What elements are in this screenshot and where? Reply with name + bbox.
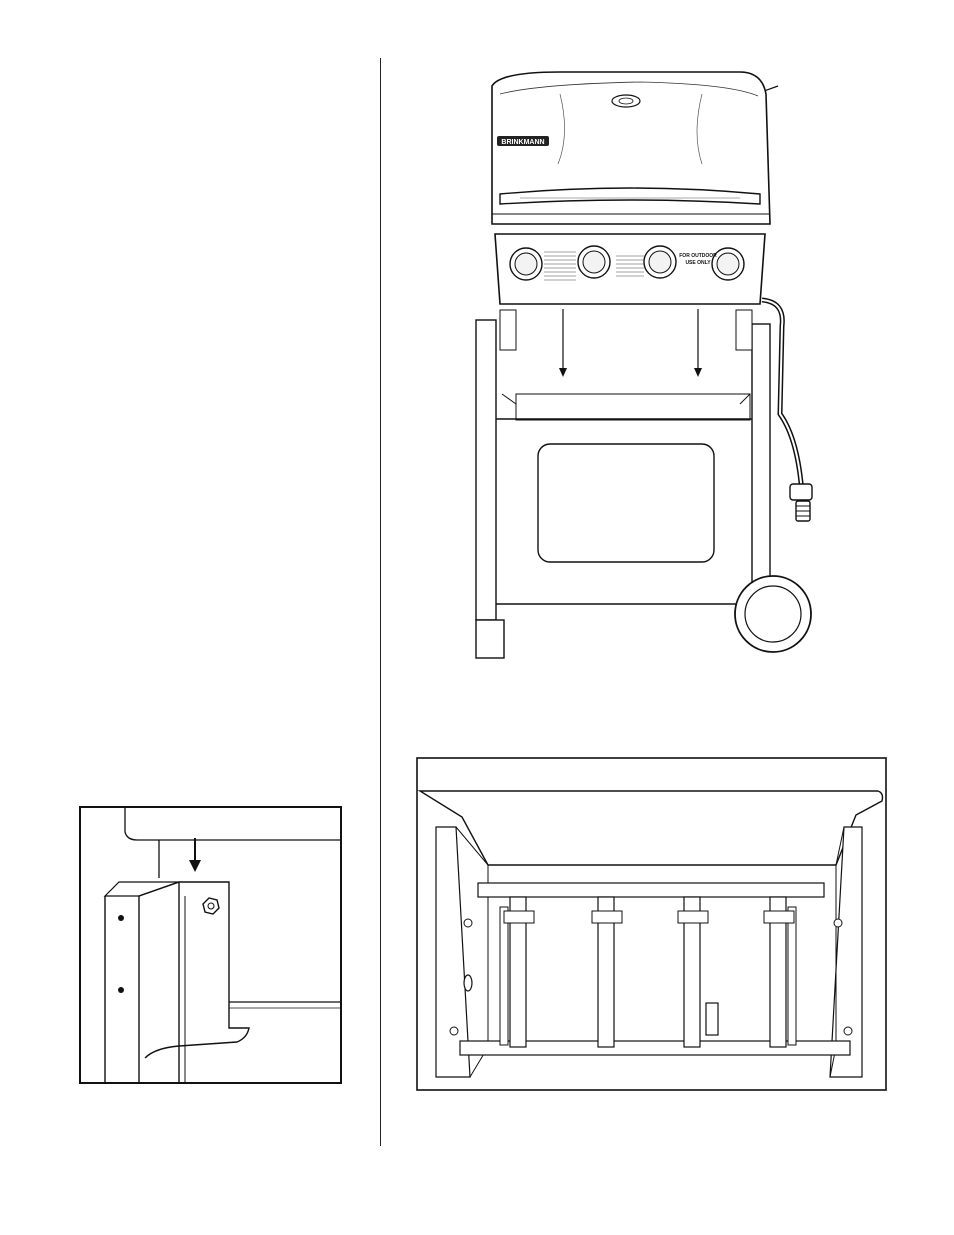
grill-assembly-figure: BRINKMANN bbox=[440, 64, 840, 664]
burner-knob-2 bbox=[578, 246, 610, 278]
brand-badge-text: BRINKMANN bbox=[501, 139, 544, 146]
bracket-detail-figure bbox=[79, 806, 342, 1084]
arrow-down-icon bbox=[559, 309, 567, 377]
burner-knob-3 bbox=[644, 246, 676, 278]
burner-assembly-figure bbox=[416, 757, 887, 1091]
burner-knob-4 bbox=[712, 248, 744, 280]
gas-regulator bbox=[790, 484, 812, 500]
cart-door bbox=[538, 444, 714, 562]
panel-warning-line-1: FOR OUTDOOR bbox=[679, 253, 717, 259]
burner-knob-1 bbox=[510, 248, 542, 280]
detail-border bbox=[80, 807, 341, 1083]
arrow-down-icon bbox=[694, 309, 702, 377]
ignitor-electrode bbox=[706, 1003, 718, 1035]
cart-wheel bbox=[735, 576, 811, 652]
panel-warning-line-2: USE ONLY bbox=[685, 260, 711, 266]
grill-assembly-drawing: BRINKMANN bbox=[440, 64, 840, 664]
left-front-leg bbox=[476, 320, 496, 620]
thermometer-icon bbox=[612, 95, 640, 107]
leg-foot bbox=[476, 620, 504, 658]
bracket-detail-drawing bbox=[79, 806, 342, 1084]
column-divider bbox=[380, 58, 381, 1146]
burner-assembly-drawing bbox=[416, 757, 887, 1091]
right-front-leg bbox=[752, 324, 770, 594]
